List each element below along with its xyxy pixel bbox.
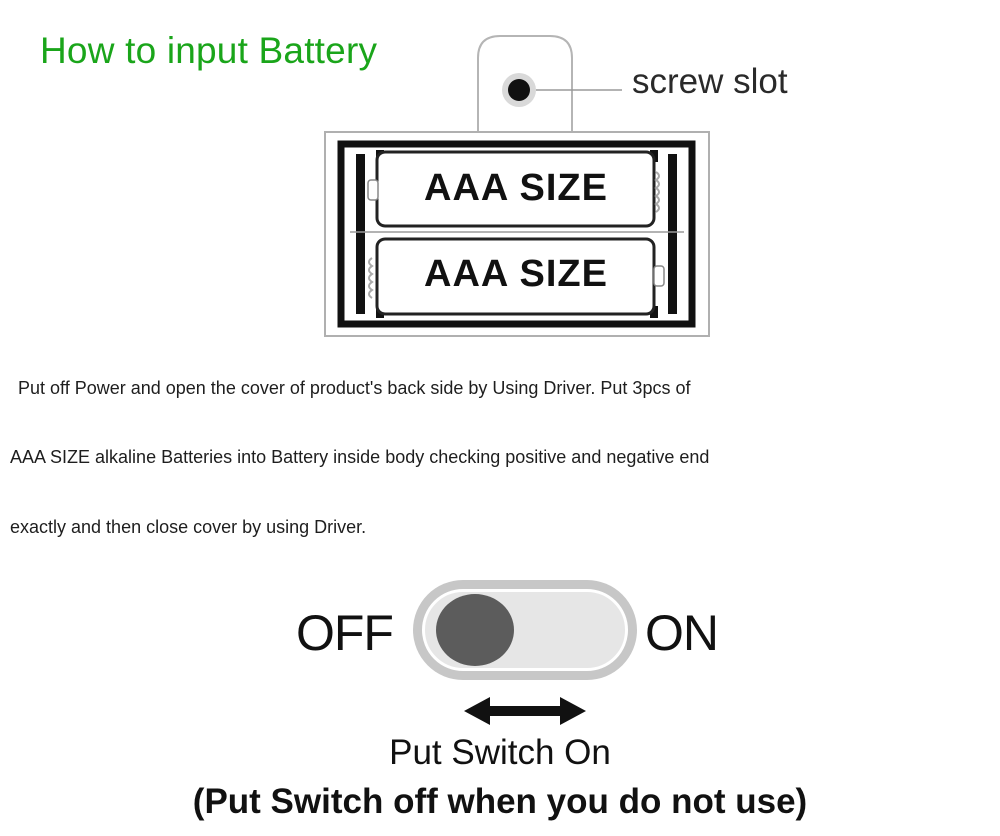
switch-caption: Put Switch On [389, 733, 611, 772]
compartment-right-bar [668, 154, 677, 314]
battery-holder-diagram [324, 35, 710, 337]
instruction-line-1: Put off Power and open the cover of prod… [18, 378, 691, 398]
page-title: How to input Battery [40, 30, 378, 71]
battery-1-terminal [367, 179, 379, 201]
battery-2-label: AAA SIZE [424, 253, 608, 295]
screw-slot-icon [508, 79, 530, 101]
switch-off-label: OFF [296, 605, 394, 661]
power-switch-knob[interactable] [436, 594, 514, 666]
battery-1-label: AAA SIZE [424, 167, 608, 209]
battery-2-terminal [653, 265, 665, 287]
spring-contact-icon [368, 257, 374, 299]
compartment-left-bar [356, 154, 365, 314]
spring-contact-icon [654, 171, 660, 213]
corner-tab [650, 306, 658, 318]
double-arrow-icon [464, 697, 586, 725]
battery-compartment [337, 140, 696, 328]
switch-on-label: ON [645, 605, 719, 661]
instruction-line-2: AAA SIZE alkaline Batteries into Battery… [10, 447, 710, 467]
switch-caption-note: (Put Switch off when you do not use) [192, 782, 808, 821]
instruction-line-3: exactly and then close cover by using Dr… [10, 517, 367, 537]
screw-slot-label: screw slot [632, 62, 788, 101]
